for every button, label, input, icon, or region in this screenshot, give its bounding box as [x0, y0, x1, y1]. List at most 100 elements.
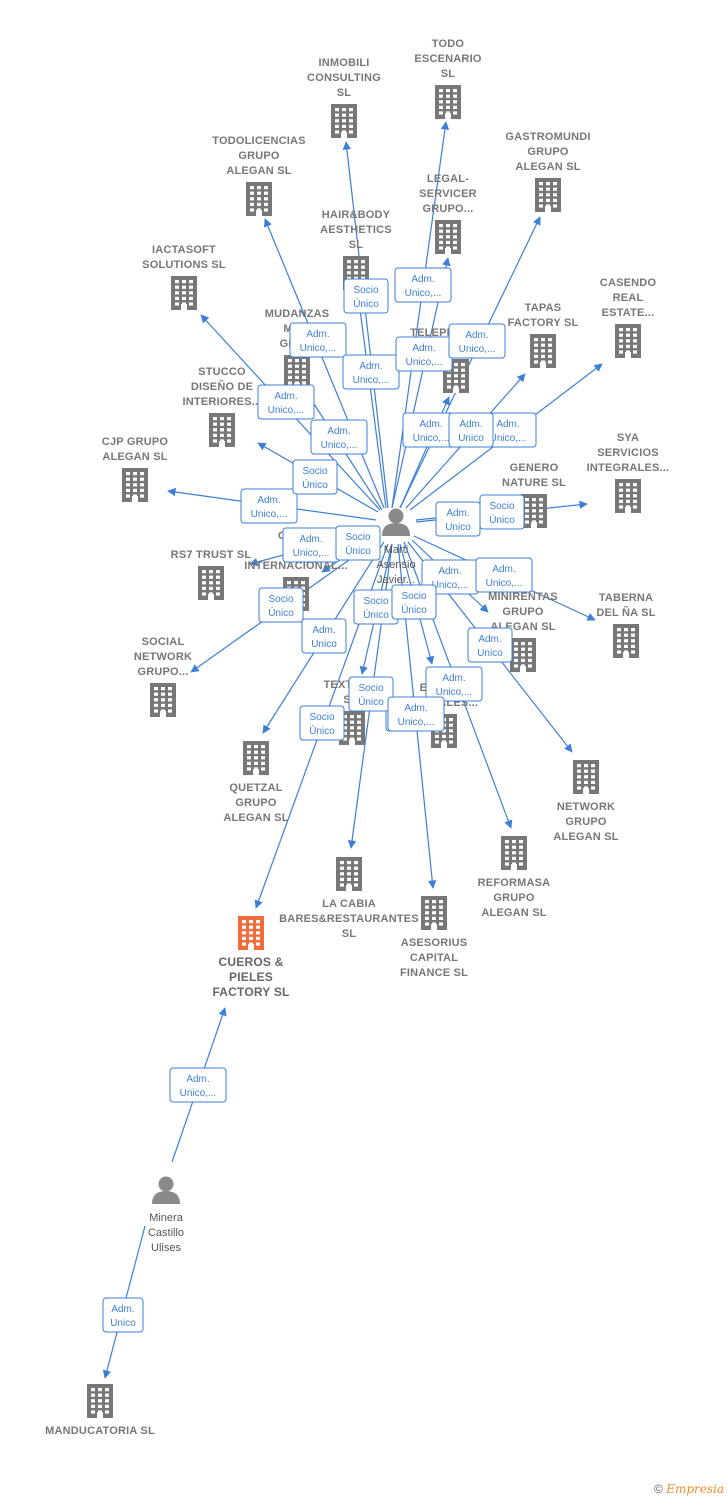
- role-badge-text: Unico,...: [268, 405, 305, 416]
- building-icon: [150, 683, 176, 717]
- edge-marti-gastro: [399, 216, 541, 509]
- node-label-line: TAPAS: [525, 302, 562, 314]
- role-badge-text: Unico: [110, 1318, 136, 1329]
- role-badge-text: Único: [309, 724, 335, 737]
- node-label-line: GRUPO: [565, 816, 607, 828]
- role-badge-text: Adm.: [496, 419, 519, 430]
- company-node-casendo[interactable]: CASENDOREALESTATE...: [600, 277, 657, 358]
- building-icon: [521, 494, 547, 528]
- role-badge-text: Unico: [477, 648, 503, 659]
- building-icon: [171, 276, 197, 310]
- role-badge[interactable]: Adm.Unico: [435, 501, 481, 537]
- role-badge-text: Único: [363, 608, 389, 621]
- person-icon: [152, 1176, 180, 1204]
- node-label-line: GENERO: [510, 462, 559, 474]
- node-label-line: LEGAL-: [427, 173, 469, 185]
- role-badge-text: Socio: [302, 466, 327, 477]
- role-badge[interactable]: Adm.Unico,...: [475, 557, 533, 593]
- node-label-line: CAPITAL: [410, 952, 458, 964]
- role-badge-text: Unico,...: [436, 687, 473, 698]
- role-badge-text: Socio: [353, 285, 378, 296]
- role-badge[interactable]: Adm.Unico,...: [289, 322, 347, 358]
- role-badge[interactable]: Adm.Unico,...: [394, 267, 452, 303]
- node-label-line: TABERNA: [599, 592, 653, 604]
- company-node-sya[interactable]: SYASERVICIOSINTEGRALES...: [587, 432, 670, 513]
- node-label-line: MUDANZAS: [265, 308, 330, 320]
- role-badge-text: Unico,...: [251, 509, 288, 520]
- node-label-line: SOCIAL: [142, 636, 185, 648]
- role-badge[interactable]: Adm.Unico: [102, 1297, 144, 1333]
- node-label-line: FACTORY SL: [212, 985, 289, 999]
- role-badge-text: Adm.: [438, 566, 461, 577]
- role-badge[interactable]: Adm.Unico,...: [342, 354, 400, 390]
- edge-marti-todo: [391, 121, 450, 509]
- node-label-line: NETWORK: [134, 651, 192, 663]
- company-node-rs7[interactable]: RS7 TRUST SL: [171, 549, 252, 600]
- role-badge[interactable]: Adm.Unico,...: [421, 559, 479, 595]
- node-label-line: GRUPO: [502, 606, 544, 618]
- node-label-line: ALEGAN SL: [515, 161, 580, 173]
- node-label-line: Asensio: [376, 559, 415, 571]
- role-badge-text: Unico,...: [398, 717, 435, 728]
- node-label-line: RS7 TRUST SL: [171, 549, 252, 561]
- role-badge[interactable]: Adm.Unico,...: [310, 419, 368, 455]
- company-node-legal[interactable]: LEGAL-SERVICERGRUPO...: [419, 173, 477, 254]
- person-node-marti[interactable]: MartiAsensioJavier...: [376, 508, 416, 587]
- role-badge[interactable]: Adm.Unico,...: [257, 384, 315, 420]
- building-icon: [209, 413, 235, 447]
- role-badge[interactable]: Adm.Unico,...: [282, 527, 340, 563]
- role-badge[interactable]: Adm.Unico: [448, 412, 494, 448]
- role-badge-text: Adm.: [411, 274, 434, 285]
- role-badge-text: Unico,...: [406, 357, 443, 368]
- badges-layer: Adm.Unico,...SocioÚnicoAdm.Unico,...Adm.…: [102, 267, 537, 1333]
- brand-logo-text[interactable]: Empresia: [666, 1482, 724, 1496]
- role-badge[interactable]: Adm.Unico: [301, 618, 347, 654]
- role-badge[interactable]: Adm.Unico,...: [395, 336, 453, 372]
- role-badge-text: Unico: [311, 639, 337, 650]
- role-badge[interactable]: Adm.Unico,...: [240, 488, 298, 524]
- building-icon: [501, 836, 527, 870]
- role-badge[interactable]: Adm.Unico,...: [169, 1067, 227, 1103]
- node-label-line: GRUPO: [238, 150, 280, 162]
- role-badge[interactable]: Adm.Unico,...: [448, 323, 506, 359]
- role-badge-text: Adm.: [419, 419, 442, 430]
- role-badge[interactable]: Adm.Unico,...: [425, 666, 483, 702]
- role-badge[interactable]: Adm.Unico,...: [402, 412, 460, 448]
- node-label-line: ESTATE...: [602, 307, 655, 319]
- node-label-line: FINANCE SL: [400, 967, 468, 979]
- company-node-social[interactable]: SOCIALNETWORKGRUPO...: [134, 636, 192, 717]
- role-badge-text: Adm.: [186, 1074, 209, 1085]
- node-label-line: CJP GRUPO: [102, 436, 169, 448]
- role-badge[interactable]: Adm.Unico: [467, 627, 513, 663]
- company-node-manducatoria[interactable]: MANDUCATORIA SL: [45, 1384, 155, 1437]
- role-badge[interactable]: Adm.Unico,...: [387, 696, 445, 732]
